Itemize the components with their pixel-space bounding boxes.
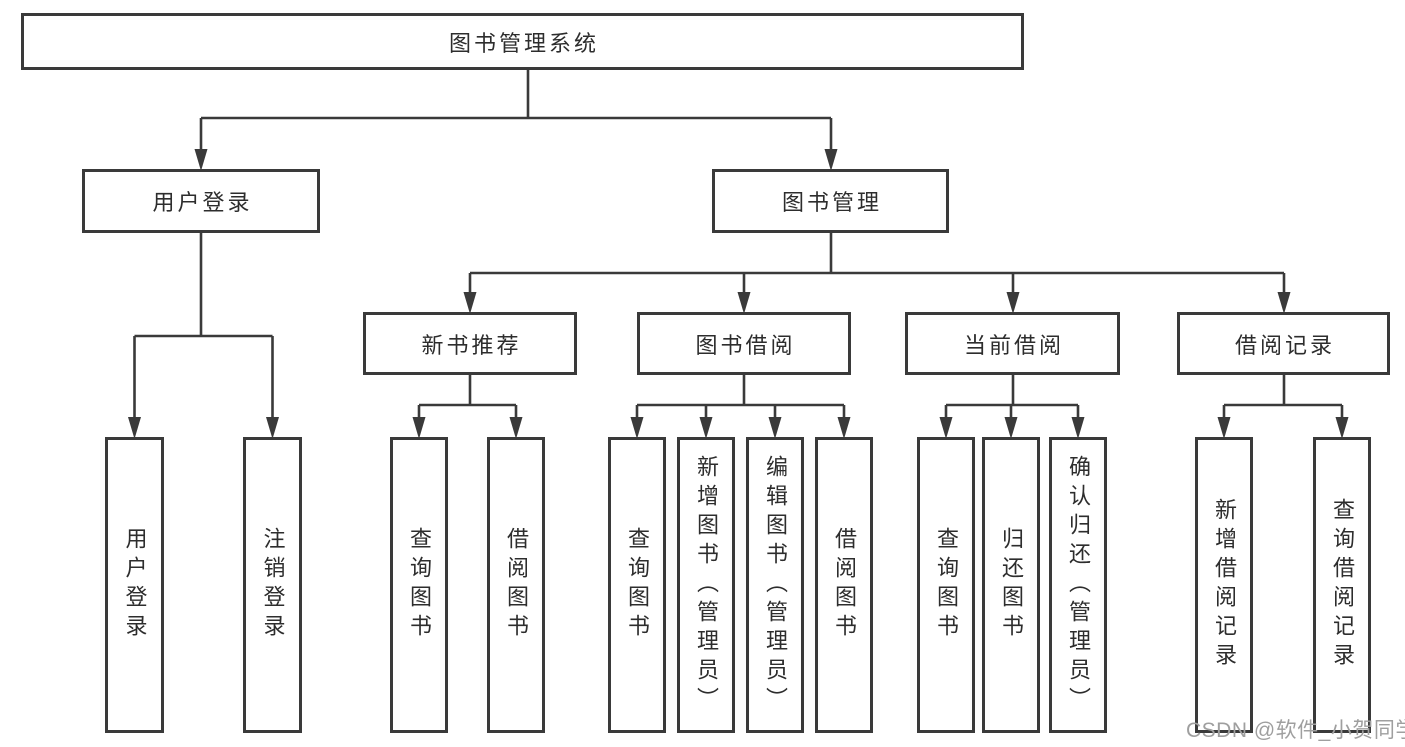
arrow-icon	[939, 417, 953, 439]
leaf-user-login: 用户登录	[105, 437, 164, 733]
leaf-query-borrow-record: 查询借阅记录	[1313, 437, 1371, 733]
arrow-icon	[837, 417, 851, 439]
arrow-icon	[509, 417, 523, 439]
leaf-edit-book-admin: 编辑图书（管理员）	[746, 437, 804, 733]
arrow-icon	[412, 417, 426, 439]
leaf-add-borrow-record: 新增借阅记录	[1195, 437, 1253, 733]
arrow-icon	[1335, 417, 1349, 439]
leaf-borrow-book: 借阅图书	[815, 437, 873, 733]
tree-edges	[133, 70, 1344, 418]
arrow-icon	[630, 417, 644, 439]
node-book-management: 图书管理	[712, 169, 949, 233]
node-new-book-recommend: 新书推荐	[363, 312, 577, 375]
arrow-icon	[1217, 417, 1231, 439]
arrow-icon	[768, 417, 782, 439]
arrow-icon	[463, 292, 477, 314]
arrowheads	[128, 149, 1349, 439]
arrow-icon	[1277, 292, 1291, 314]
leaf-logout-login: 注销登录	[243, 437, 302, 733]
node-borrow-record: 借阅记录	[1177, 312, 1390, 375]
leaf-return-book: 归还图书	[982, 437, 1040, 733]
arrow-icon	[699, 417, 713, 439]
node-library-system: 图书管理系统	[21, 13, 1024, 70]
leaf-borrow-query-book: 查询图书	[608, 437, 666, 733]
arrow-icon	[1071, 417, 1085, 439]
arrow-icon	[1006, 292, 1020, 314]
arrow-icon	[824, 149, 838, 171]
node-user-login: 用户登录	[82, 169, 320, 233]
arrow-icon	[1004, 417, 1018, 439]
node-book-borrow: 图书借阅	[637, 312, 851, 375]
arrow-icon	[128, 417, 141, 439]
leaf-add-book-admin: 新增图书（管理员）	[677, 437, 735, 733]
arrow-icon	[194, 149, 208, 171]
leaf-recommend-query-book: 查询图书	[390, 437, 448, 733]
arrow-icon	[737, 292, 751, 314]
leaf-current-query-book: 查询图书	[917, 437, 975, 733]
node-current-borrow: 当前借阅	[905, 312, 1120, 375]
leaf-recommend-borrow-book: 借阅图书	[487, 437, 545, 733]
csdn-watermark: CSDN @软件_小贺同学	[1186, 719, 1405, 742]
arrow-icon	[266, 417, 279, 439]
leaf-confirm-return-admin: 确认归还（管理员）	[1049, 437, 1107, 733]
